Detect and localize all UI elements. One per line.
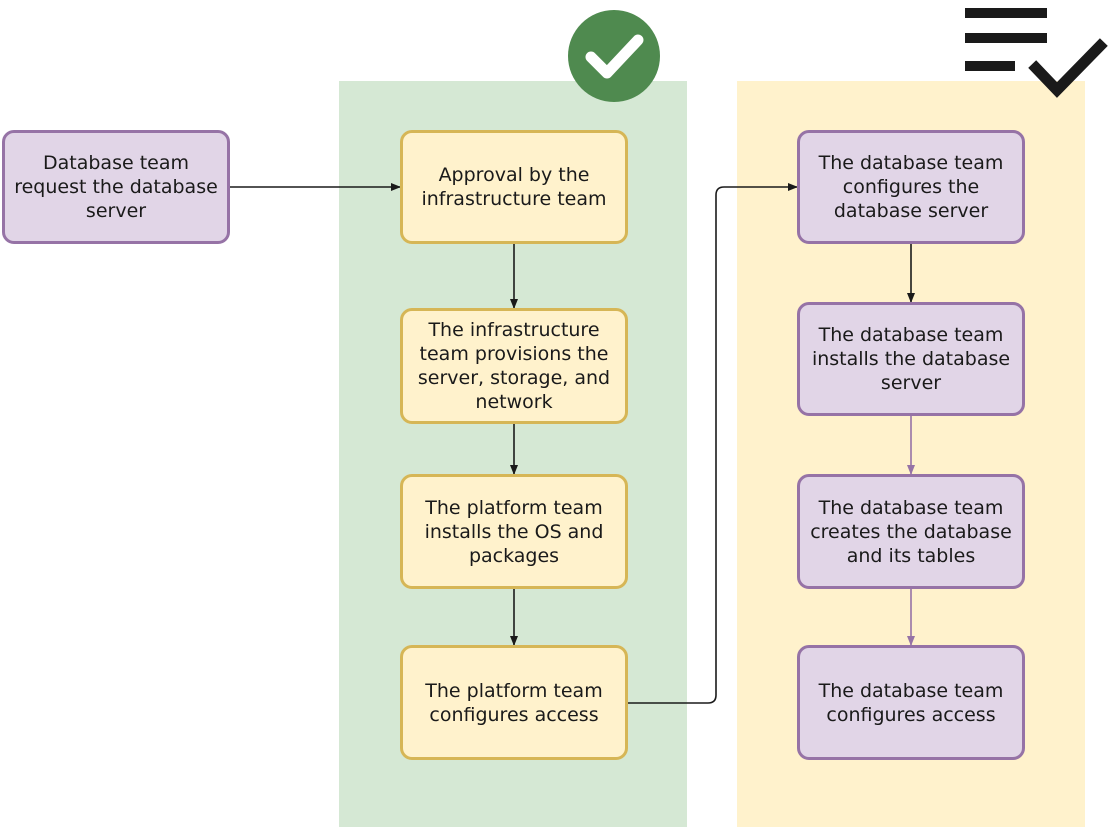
node-db-configures-access: The database team configures access (797, 645, 1025, 760)
node-platform-configures-access: The platform team configures access (400, 645, 628, 760)
node-install-os: The platform team installs the OS and pa… (400, 474, 628, 589)
node-db-creates-database: The database team creates the database a… (797, 474, 1025, 589)
node-provision: The infrastructure team provisions the s… (400, 308, 628, 424)
node-db-configures-server: The database team configures the databas… (797, 130, 1025, 244)
node-db-installs-server: The database team installs the database … (797, 302, 1025, 416)
check-circle-icon (568, 10, 660, 102)
node-request-database-server: Database team request the database serve… (2, 130, 230, 244)
checklist-icon (965, 8, 1108, 98)
node-approval: Approval by the infrastructure team (400, 130, 628, 244)
